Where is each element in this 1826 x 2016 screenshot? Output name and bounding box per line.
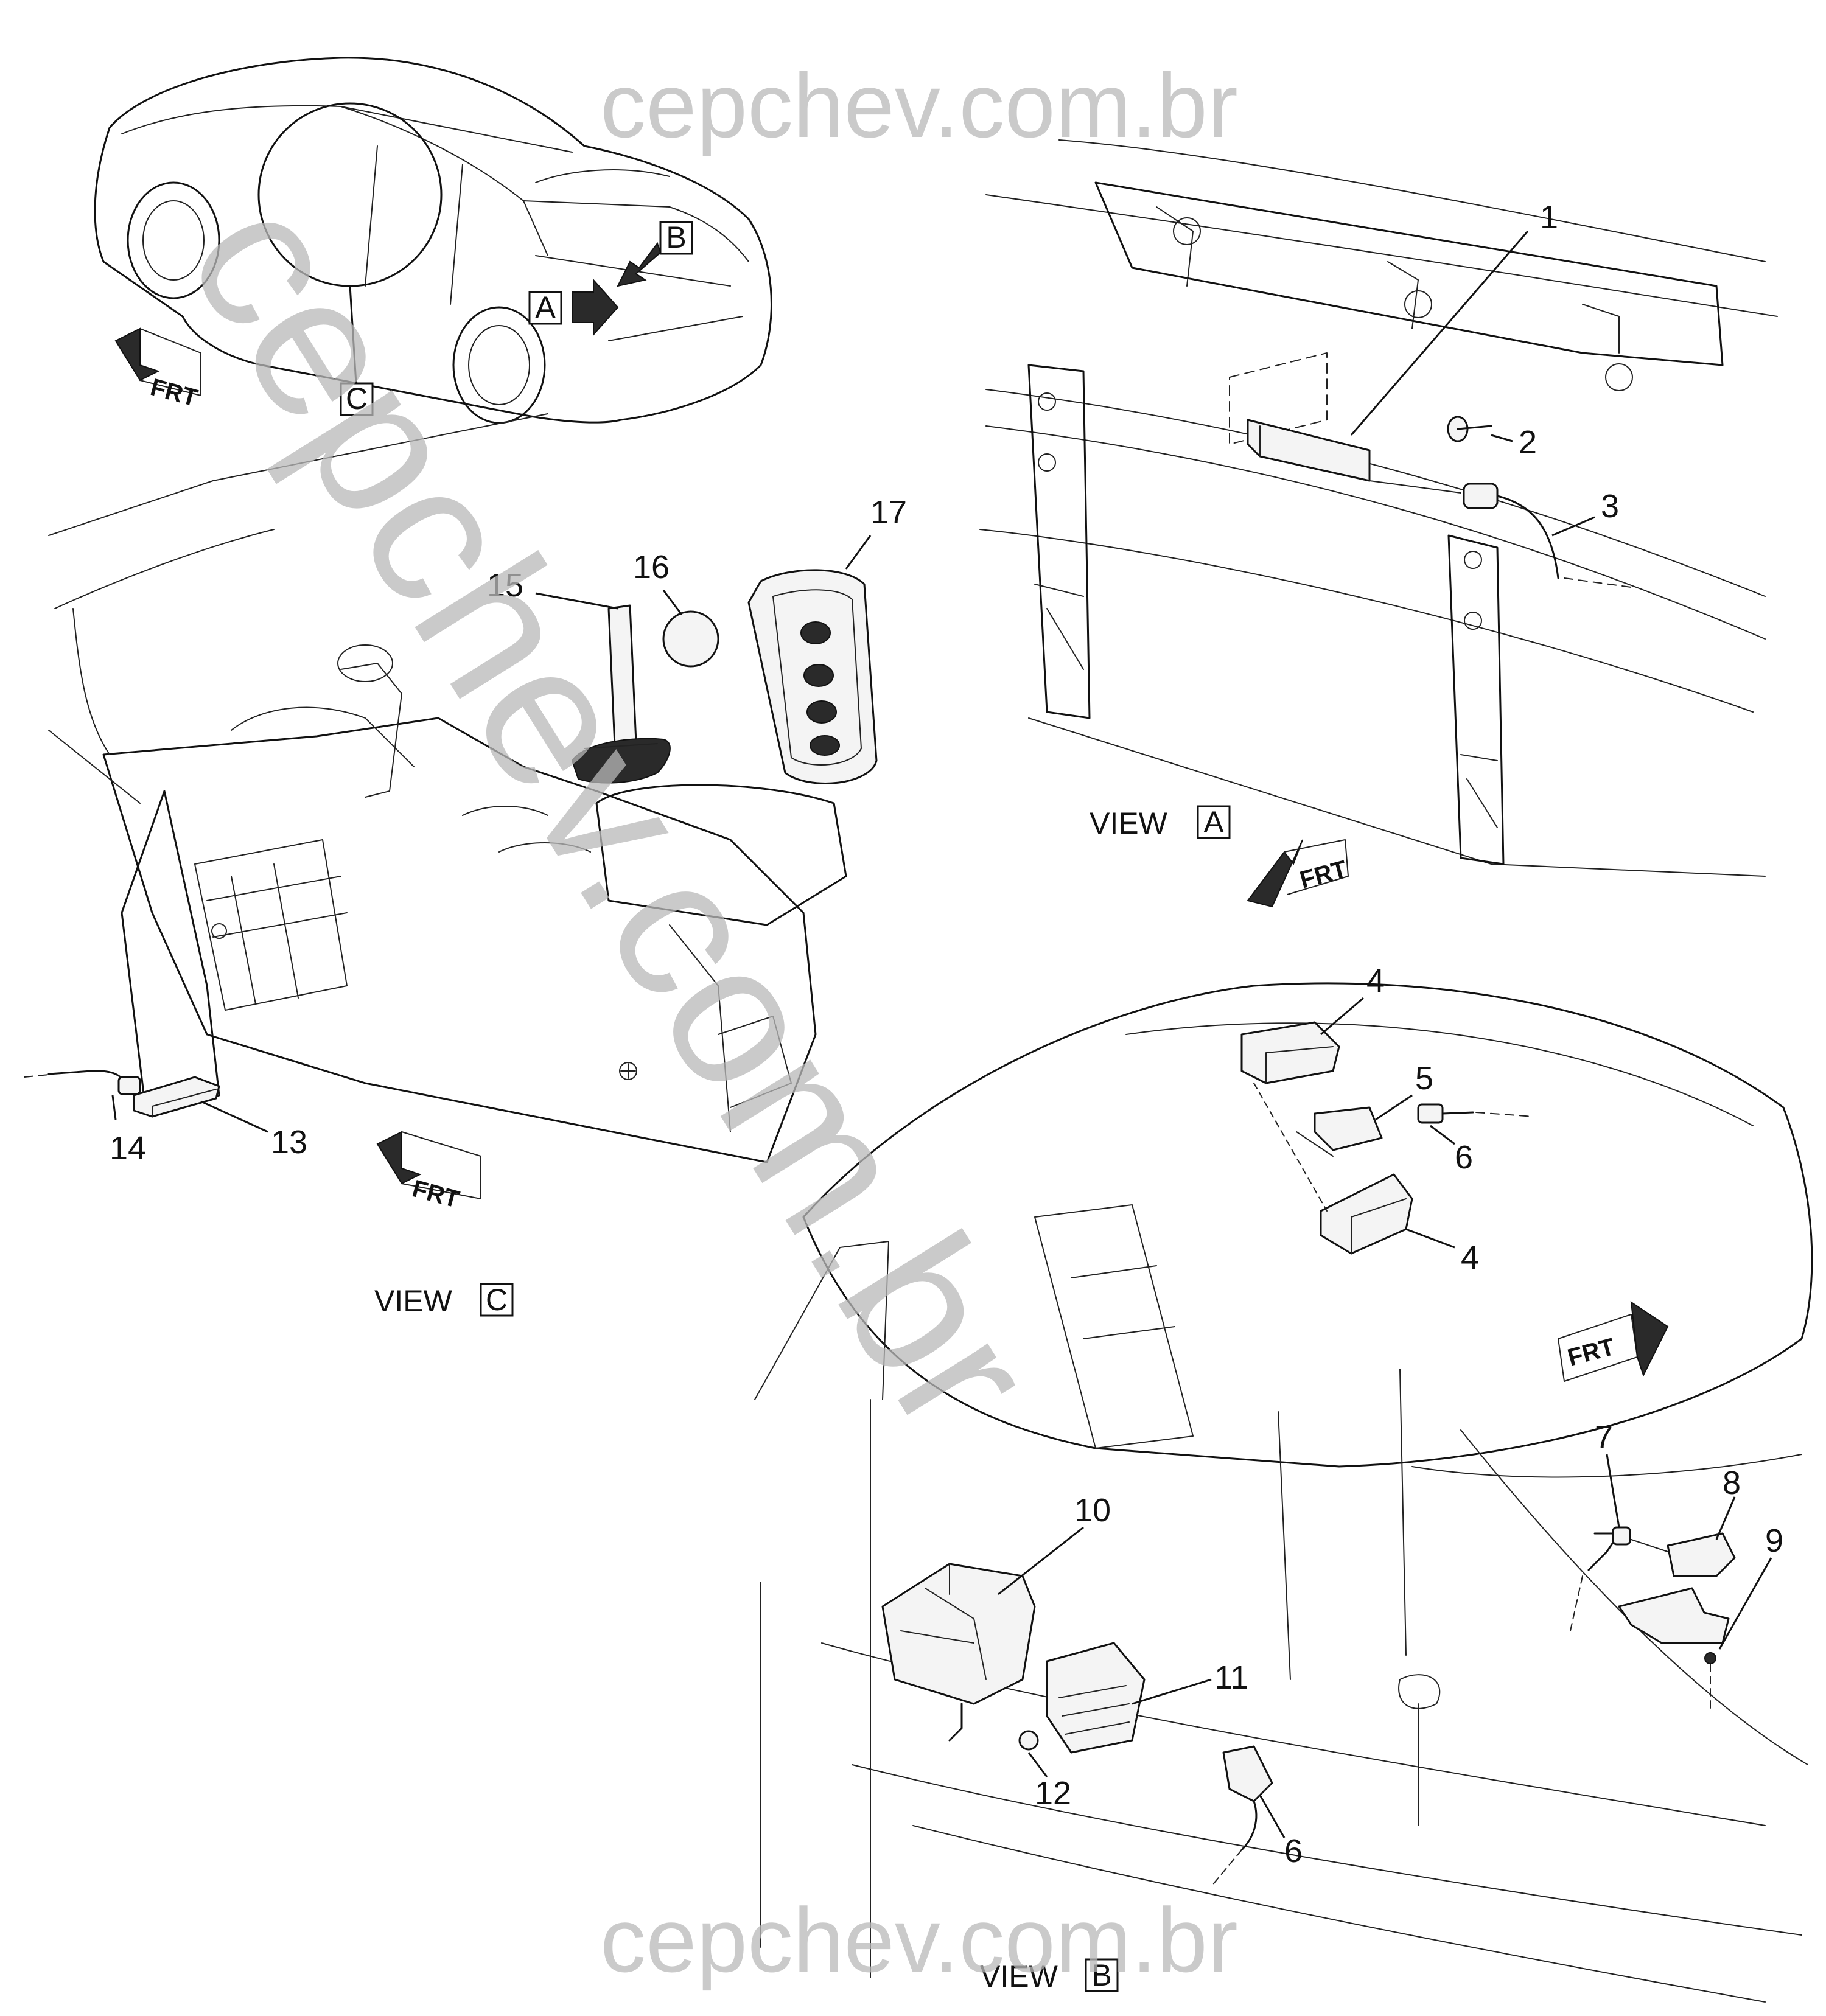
callout-numbers: 1 2 3 4 5 6 4 7 8 9 10 11 12 6 13 14 15 … (110, 199, 1783, 1869)
vehicle-overview: C A B FRT (94, 57, 772, 424)
part-8-antenna (1631, 1532, 1736, 1577)
frt-label: FRT (1297, 856, 1350, 894)
callout-2: 2 (1519, 424, 1537, 461)
view-a-section: FRT (979, 139, 1778, 908)
callout-a-letter: A (535, 290, 556, 324)
view-a-letter: A (1203, 805, 1224, 839)
part-13-antenna (133, 1076, 220, 1118)
frt-arrow-icon: FRT (376, 1131, 481, 1213)
part-15-key (571, 604, 671, 784)
callout-6-upper: 6 (1455, 1139, 1473, 1176)
callout-4-upper: 4 (1366, 963, 1385, 999)
watermark-diagonal: cepchev.com.br (145, 159, 1080, 1468)
left-bracket (1027, 364, 1091, 719)
callout-16: 16 (633, 549, 670, 585)
callout-b-letter: B (666, 220, 686, 254)
part-11-module (1046, 1642, 1146, 1754)
callout-a-box (528, 291, 562, 325)
callout-7: 7 (1595, 1419, 1613, 1456)
callout-13: 13 (271, 1124, 307, 1160)
callout-1: 1 (1540, 199, 1558, 235)
part-2-fastener (1447, 416, 1492, 442)
watermark-top: cepchev.com.br (600, 54, 1238, 156)
callout-17: 17 (870, 494, 907, 531)
part-6-connector-upper (1417, 1103, 1534, 1124)
arrow-a-icon (572, 278, 619, 337)
callout-15: 15 (487, 567, 523, 604)
callout-5: 5 (1415, 1060, 1433, 1097)
callout-6-lower: 6 (1284, 1833, 1303, 1869)
part-1-module (1247, 419, 1371, 482)
callout-c-letter: C (346, 382, 368, 416)
right-bracket (1447, 534, 1505, 865)
part-3-harness (1369, 480, 1632, 588)
callout-12: 12 (1035, 1775, 1071, 1812)
part-4-bracket-lower (1320, 1173, 1413, 1255)
callout-8: 8 (1723, 1465, 1741, 1501)
part-14-connector (24, 1070, 141, 1095)
arrow-b-icon (617, 242, 662, 287)
view-a-label: VIEW A (1090, 805, 1231, 840)
callout-c-box (340, 382, 374, 416)
view-b-letter: B (1091, 1958, 1111, 1992)
watermark-bottom: cepchev.com.br (600, 1889, 1238, 1991)
callout-14: 14 (110, 1130, 146, 1167)
part-12-nut (1018, 1730, 1039, 1751)
frt-label: FRT (410, 1175, 463, 1213)
part-6-connector-lower (1211, 1745, 1273, 1887)
view-c-letter: C (486, 1283, 508, 1317)
part-10-bracket (881, 1563, 1036, 1742)
callout-3: 3 (1601, 488, 1619, 525)
part-5-switch (1296, 1106, 1383, 1157)
view-c-section: FRT (24, 413, 878, 1213)
callout-4-lower: 4 (1461, 1240, 1479, 1276)
frt-label: FRT (148, 374, 201, 412)
callout-11: 11 (1214, 1659, 1248, 1696)
view-b-label: VIEW B (980, 1958, 1119, 1993)
frt-arrow-icon: FRT (1558, 1300, 1669, 1382)
view-a-prefix: VIEW (1090, 806, 1168, 840)
part-16-battery (662, 610, 719, 668)
view-b-section: FRT (754, 982, 1813, 2003)
callout-10: 10 (1074, 1492, 1111, 1529)
callout-9: 9 (1765, 1522, 1783, 1559)
view-c-prefix: VIEW (374, 1284, 453, 1318)
part-17-key-fob (747, 569, 878, 784)
view-b-prefix: VIEW (980, 1959, 1058, 1993)
callout-b-box (659, 221, 693, 255)
frt-arrow-icon: FRT (1247, 839, 1350, 908)
view-c-label: VIEW C (374, 1283, 514, 1318)
part-7-harness (1570, 1526, 1631, 1631)
part-9-bracket (1618, 1587, 1730, 1711)
part-4-bracket-upper (1240, 1021, 1340, 1084)
